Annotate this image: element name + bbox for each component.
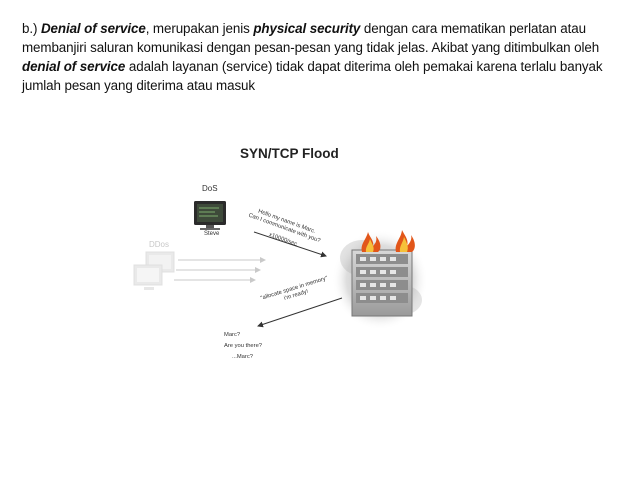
- server-rack-icon: [332, 230, 428, 330]
- term-denial-of-service-2: denial of service: [22, 59, 126, 74]
- syn-ack-arrow: [257, 297, 343, 328]
- syn-flood-diagram: SYN/TCP Flood DoS DDos Steve Hello my na…: [130, 140, 460, 375]
- marc-line-3: ...Marc?: [232, 354, 253, 360]
- dos-label: DoS: [202, 184, 218, 193]
- diagram-graphics: [133, 201, 428, 330]
- marc-messages: Marc? Are you there? ...Marc?: [224, 330, 262, 363]
- dos-computer-icon: [194, 201, 226, 230]
- fire-icon: [361, 230, 415, 252]
- paragraph-text-3: adalah layanan (service) tidak dapat dit…: [22, 59, 603, 93]
- term-denial-of-service: Denial of service: [40, 21, 146, 36]
- steve-label: Steve: [204, 231, 220, 237]
- prefix-text: b.): [22, 21, 41, 36]
- marc-line-1: Marc?: [224, 332, 241, 338]
- marc-line-2: Are you there?: [224, 343, 263, 349]
- ddos-label: DDos: [149, 240, 170, 249]
- description-paragraph: b.) Denial of service, merupakan jenis p…: [22, 19, 622, 95]
- term-physical-security: physical security: [253, 21, 361, 36]
- diagram-title: SYN/TCP Flood: [240, 146, 339, 161]
- ddos-arrows: [174, 257, 266, 283]
- ddos-computers-icon: [133, 251, 175, 290]
- syn-request-arrow: [253, 231, 327, 258]
- paragraph-text-1: , merupakan jenis: [145, 21, 254, 36]
- paragraph-text-2: dengan cara mematikan perlatan atau memb…: [22, 21, 600, 55]
